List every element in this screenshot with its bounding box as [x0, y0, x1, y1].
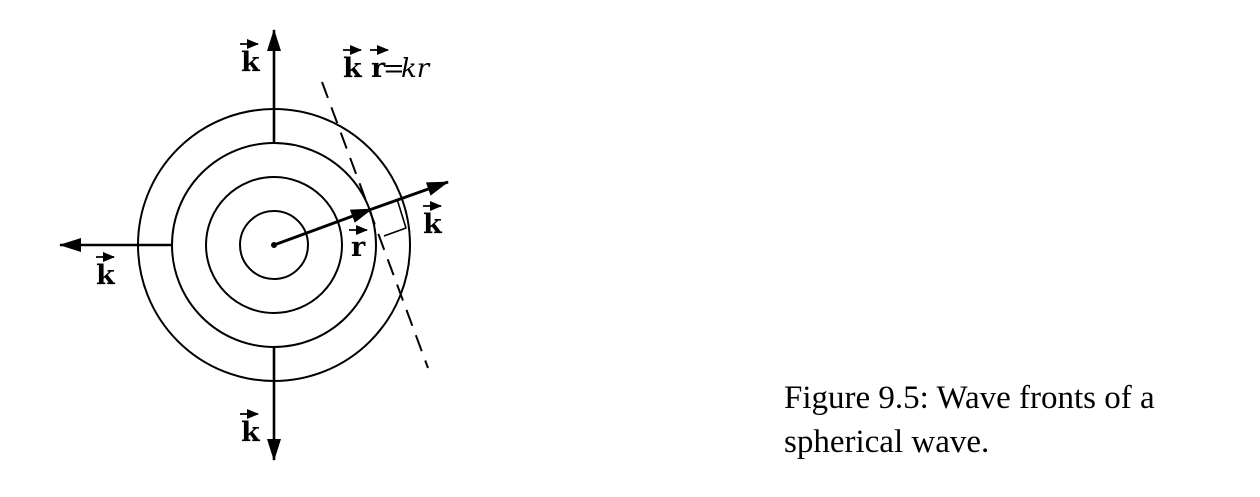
svg-text:k: k [96, 260, 116, 291]
k-vector-radial [371, 180, 449, 211]
svg-text:k: k [241, 47, 261, 78]
plane-k-r-equals-kr [321, 81, 429, 369]
label-r: r [349, 225, 368, 263]
label-k-left: k [96, 252, 116, 291]
spherical-wave-diagram: k k r = kr k r k k [59, 29, 449, 461]
svg-text:k: k [343, 53, 363, 84]
wave-front-1 [239, 210, 309, 280]
svg-text:k: k [423, 209, 443, 240]
caption-line-2: spherical wave. [784, 424, 990, 460]
wave-front-2 [205, 176, 343, 314]
svg-text:kr: kr [401, 54, 431, 84]
svg-text:r: r [351, 232, 366, 263]
svg-text:r: r [371, 53, 386, 84]
svg-text:=: = [383, 54, 405, 84]
r-vector [273, 207, 373, 247]
label-plane-equation: k r = kr [343, 45, 431, 84]
caption-line-1: Figure 9.5: Wave fronts of a [784, 380, 1155, 416]
label-k-bottom: k [240, 409, 261, 448]
center-point [271, 242, 277, 248]
right-angle-marker [383, 198, 407, 237]
figure-caption: Figure 9.5: Wave fronts of a spherical w… [784, 376, 1224, 464]
svg-text:k: k [241, 417, 261, 448]
label-k-top: k [240, 39, 261, 78]
label-k-right: k [423, 201, 443, 240]
